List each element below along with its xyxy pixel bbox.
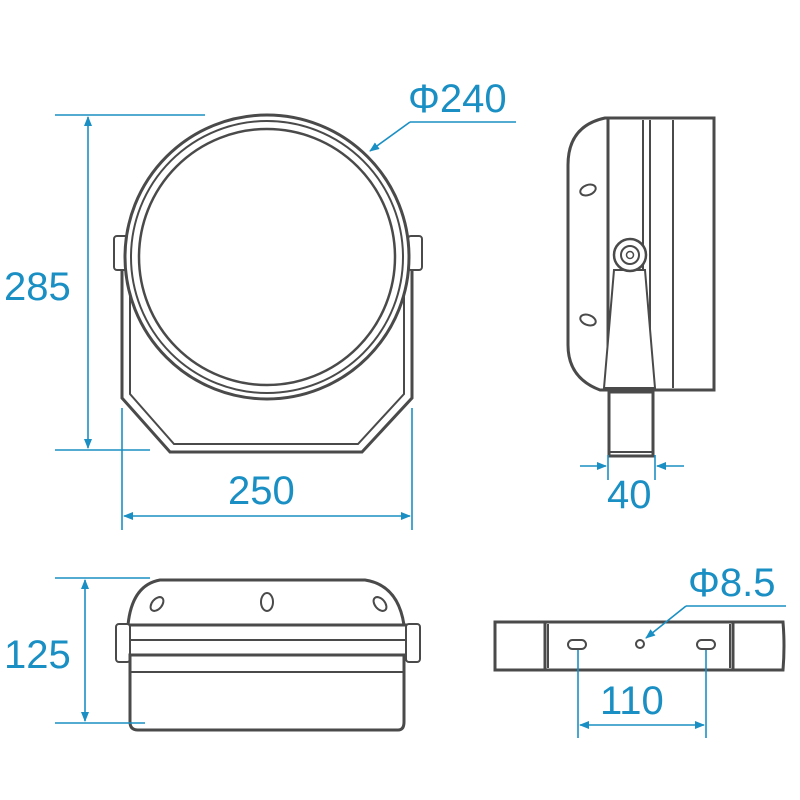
- side-pivot-bolt: [612, 237, 648, 273]
- side-bracket-arm: [602, 269, 657, 389]
- bracket-slot-left: [567, 639, 587, 650]
- front-view: [113, 113, 423, 454]
- top-right-knob: [405, 623, 421, 663]
- top-left-knob: [115, 623, 131, 663]
- top-slot-center: [260, 592, 274, 612]
- side-rear-housing: [566, 116, 610, 392]
- side-mount-post: [607, 390, 655, 458]
- top-lower-body: [128, 653, 406, 732]
- dim-125-label: 125: [4, 633, 71, 677]
- dim-110-label: 110: [600, 679, 664, 723]
- side-pivot-bolt-center: [625, 250, 635, 260]
- dim-40-label: 40: [607, 473, 652, 517]
- front-lamp-lens: [137, 127, 397, 387]
- bracket-dimensions: 110 Φ8.5: [577, 561, 786, 738]
- front-lamp-mid-ring: [130, 120, 404, 394]
- bracket-center-hole: [635, 639, 645, 649]
- dim-8-5-leader: [645, 605, 687, 639]
- side-slot-top: [579, 183, 597, 197]
- side-pivot-bolt-inner: [620, 245, 640, 265]
- side-dimensions: 40: [580, 455, 684, 517]
- dim-285-label: 285: [4, 265, 71, 309]
- dim-240-label: Φ240: [408, 77, 507, 121]
- bracket-right-end: [731, 620, 786, 672]
- front-dimensions: 285 250 Φ240: [4, 77, 516, 530]
- bracket-plate: [543, 620, 735, 672]
- dim-240-leader: [369, 121, 411, 152]
- side-slot-bottom: [579, 313, 597, 327]
- side-view: [566, 116, 716, 458]
- bracket-slot-right: [696, 639, 716, 650]
- top-dimensions: 125: [4, 577, 150, 724]
- dim-8-5-label: Φ8.5: [688, 561, 776, 605]
- top-slot-left: [149, 596, 165, 612]
- dim-250-label: 250: [228, 469, 295, 513]
- bracket-left-end: [493, 620, 547, 672]
- top-view: [115, 578, 421, 732]
- top-slot-right: [372, 596, 388, 612]
- top-dome: [126, 578, 406, 627]
- front-bracket-inner: [129, 240, 405, 445]
- bracket-view: [493, 620, 786, 672]
